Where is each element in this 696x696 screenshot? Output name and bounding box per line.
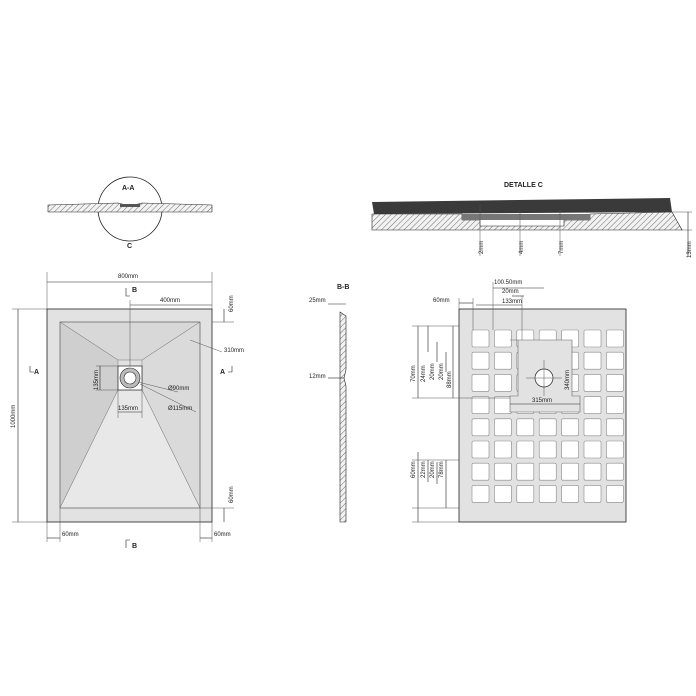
underside-cell	[606, 396, 624, 414]
ud-dim-100-50: 100.50mm	[494, 280, 522, 286]
underside-cell	[494, 418, 512, 437]
ud-dim-78: 78mm	[439, 461, 445, 478]
plan-dim-edge-bottom-right2: 60mm	[214, 532, 231, 538]
ud-dim-22: 22mm	[421, 461, 427, 478]
underside-cell	[471, 396, 490, 414]
detail-dim-7mm: 7mm	[559, 241, 565, 254]
section-aa-drain	[120, 204, 140, 207]
plan-dim-height: 1000mm	[11, 405, 17, 428]
underside-cell	[471, 462, 490, 481]
ud-dim-315: 315mm	[532, 398, 552, 404]
ud-dim-340: 340mm	[565, 370, 571, 390]
bb-dim-top: 25mm	[309, 298, 326, 304]
underside-cell	[606, 418, 624, 437]
plan-dim-edge-bottom-left: 60mm	[62, 532, 79, 538]
plan-dim-width: 800mm	[118, 274, 138, 280]
underside-cell	[471, 374, 490, 392]
drain-ring-inner	[123, 371, 137, 385]
underside-cell	[561, 418, 579, 437]
plan-dim-dia-115: Ø115mm	[168, 406, 192, 412]
detail-dim-13mm: 13mm	[687, 241, 693, 258]
underside-cell	[561, 485, 579, 503]
underside-cell	[471, 351, 490, 370]
ud-dim-20a: 20mm	[430, 363, 436, 380]
section-bb-profile	[339, 311, 347, 523]
section-aa-label: A-A	[122, 185, 134, 192]
underside-cell	[583, 374, 602, 392]
underside-cell	[583, 396, 602, 414]
detail-c-marker: C	[127, 243, 132, 250]
underside-cell	[471, 329, 490, 348]
plan-dim-310: 310mm	[224, 348, 244, 354]
underside-cell	[516, 485, 535, 503]
ud-dim-133: 133mm	[502, 299, 522, 305]
ud-dim-20c: 20mm	[430, 461, 436, 478]
underside-cell	[606, 329, 624, 348]
detail-dim-2mm: 2mm	[479, 241, 485, 254]
detail-c-top-dark	[372, 198, 672, 214]
plan-dim-drain-h: 135mm	[94, 370, 100, 390]
ud-dim-24: 24mm	[421, 365, 427, 382]
underside-view: 100.50mm 20mm 133mm 60mm 70mm 24mm 20mm …	[411, 280, 627, 523]
underside-cell	[606, 485, 624, 503]
underside-cell	[538, 462, 557, 481]
plan-view: 800mm B B 400mm 60mm 310mm 1000mm A A 13…	[11, 272, 244, 550]
underside-cell	[583, 418, 602, 437]
underside-cell	[516, 462, 535, 481]
section-bb-view: B-B 25mm 12mm	[309, 284, 349, 523]
detail-c-title: DETALLE C	[504, 182, 543, 189]
underside-cell	[494, 440, 512, 459]
detail-c-drain-ring	[462, 214, 590, 220]
underside-cell	[494, 485, 512, 503]
underside-cell	[583, 462, 602, 481]
detail-dim-4mm: 4mm	[519, 241, 525, 254]
ud-dim-60-bot: 60mm	[411, 461, 417, 478]
underside-cell	[471, 485, 490, 503]
section-b-bottom-label: B	[132, 543, 137, 550]
underside-cell	[538, 485, 557, 503]
section-b-top-label: B	[132, 287, 137, 294]
underside-cell	[516, 418, 535, 437]
plan-dim-edge-top-right: 60mm	[229, 295, 235, 312]
plan-dim-drain-offset: 400mm	[160, 298, 180, 304]
underside-cell	[583, 485, 602, 503]
underside-cell	[583, 440, 602, 459]
underside-cell	[561, 462, 579, 481]
underside-cell	[471, 418, 490, 437]
underside-cell	[494, 351, 512, 370]
underside-cell	[606, 462, 624, 481]
plan-dim-edge-bottom-right: 60mm	[229, 486, 235, 503]
section-a-left-label: A	[34, 369, 39, 376]
section-a-right-label: A	[220, 369, 225, 376]
underside-cell	[494, 329, 512, 348]
underside-cell	[583, 329, 602, 348]
ud-dim-70: 70mm	[411, 365, 417, 382]
bb-dim-mid: 12mm	[309, 374, 326, 380]
underside-cell	[471, 440, 490, 459]
plan-dim-dia-90: Ø90mm	[168, 386, 189, 392]
underside-cell	[561, 440, 579, 459]
underside-cell	[494, 396, 512, 414]
underside-cell	[606, 440, 624, 459]
underside-cell	[583, 351, 602, 370]
ud-dim-60-top: 60mm	[433, 298, 450, 304]
underside-cell	[538, 440, 557, 459]
section-bb-label: B-B	[337, 284, 349, 291]
section-aa-profile	[47, 202, 213, 213]
underside-cell	[494, 374, 512, 392]
underside-cell	[538, 418, 557, 437]
ud-dim-88: 88mm	[447, 371, 453, 388]
underside-cell	[606, 374, 624, 392]
ud-dim-20b: 20mm	[439, 363, 445, 380]
plan-dim-drain-w: 135mm	[118, 406, 138, 412]
underside-cell	[516, 440, 535, 459]
underside-cell	[606, 351, 624, 370]
detail-c-view: DETALLE C 2mm 4mm 7mm 13mm	[371, 182, 693, 258]
underside-cell	[494, 462, 512, 481]
section-aa-view: A-A C	[47, 176, 213, 250]
ud-dim-20: 20mm	[502, 289, 519, 295]
